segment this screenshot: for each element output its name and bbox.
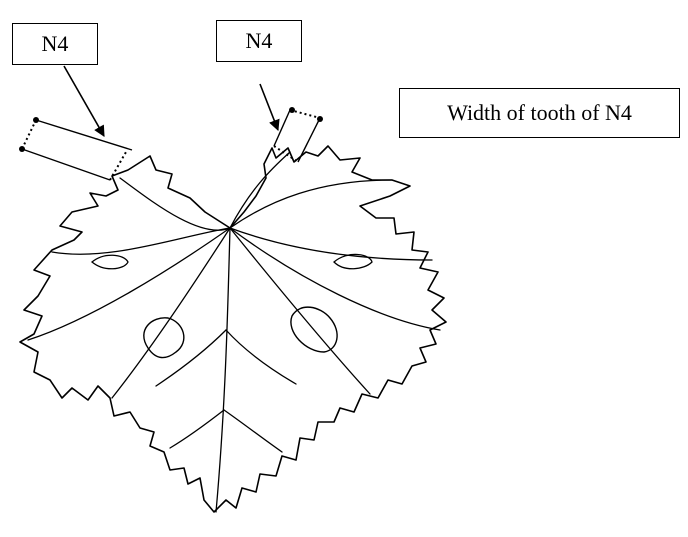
leaf-outline <box>20 146 446 512</box>
arrow-n4-left <box>64 66 104 136</box>
tooth-width-marker-left <box>19 117 132 180</box>
sinus-left <box>144 318 184 358</box>
sinus-upper-left <box>92 255 128 269</box>
leaf-veins <box>28 152 440 512</box>
arrow-n4-right <box>260 84 278 130</box>
